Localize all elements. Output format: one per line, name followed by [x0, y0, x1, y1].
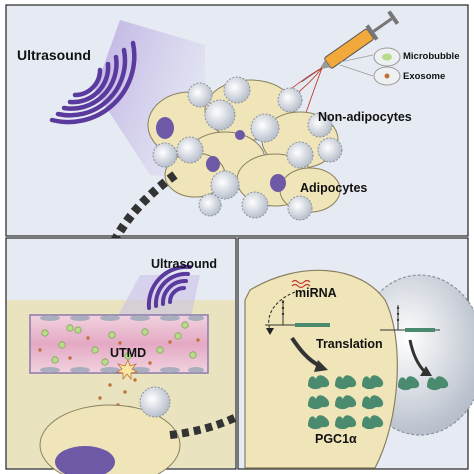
- nucleus-icons: [156, 117, 286, 192]
- non-adipocyte-cells: [152, 76, 343, 221]
- mrna-strand-icon-2: [380, 305, 440, 332]
- legend-connector: [339, 64, 374, 77]
- translation-arrowhead: [314, 360, 328, 372]
- top-panel: [5, 4, 469, 295]
- bottom-left-panel: [5, 237, 300, 474]
- pgc1a-protein-icon: [308, 415, 330, 430]
- pgc1a-label: PGC1α: [315, 432, 357, 446]
- pgc1a-protein-icon: [362, 375, 384, 390]
- exosome-legend-core: [384, 73, 390, 79]
- translation-arrowhead-2: [420, 366, 432, 376]
- microbubble-label: Microbubble: [403, 51, 460, 62]
- nucleus-icon: [55, 446, 115, 474]
- bottom-right-panel: [237, 237, 474, 470]
- pgc1a-protein-icon: [308, 375, 330, 390]
- translation-arrow-2: [408, 339, 427, 374]
- pgc1a-protein-icon: [362, 415, 384, 430]
- mirna-pathway-arrowhead: [266, 328, 274, 335]
- legend-connector: [339, 54, 374, 63]
- pgc1a-protein-grid: [308, 375, 449, 430]
- microbubble-icons: [41, 321, 197, 366]
- ultrasound-waves-small-icon: [146, 264, 192, 310]
- pgc1a-protein-icon: [308, 395, 330, 410]
- pgc1a-protein-icon: [427, 376, 449, 391]
- mirna-icon: [291, 283, 311, 289]
- pgc1a-protein-icon: [335, 375, 357, 390]
- non-adipocytes-label: Non-adipocytes: [318, 110, 412, 124]
- exosome-label: Exosome: [403, 71, 446, 82]
- mirna-icon: [291, 279, 311, 285]
- ultrasound-waves-icon: [49, 40, 137, 125]
- mirna-pathway: [268, 291, 296, 331]
- ultrasound-label: Ultrasound: [17, 47, 91, 63]
- burst-icon: [115, 358, 139, 381]
- translation-label: Translation: [316, 337, 383, 351]
- microbubble-legend-core: [382, 53, 392, 61]
- utmd-label: UTMD: [110, 346, 147, 360]
- non-adipocyte-cell: [139, 386, 171, 418]
- pgc1a-protein-icon: [362, 395, 384, 410]
- pgc1a-protein-icon: [398, 376, 420, 391]
- mirna-label: miRNA: [295, 286, 337, 300]
- adipocytes-label: Adipocytes: [300, 181, 368, 195]
- ultrasound-label-small: Ultrasound: [151, 257, 217, 271]
- mrna-strand-icon: [265, 300, 330, 327]
- pgc1a-protein-icon: [335, 415, 357, 430]
- pgc1a-protein-icon: [335, 395, 357, 410]
